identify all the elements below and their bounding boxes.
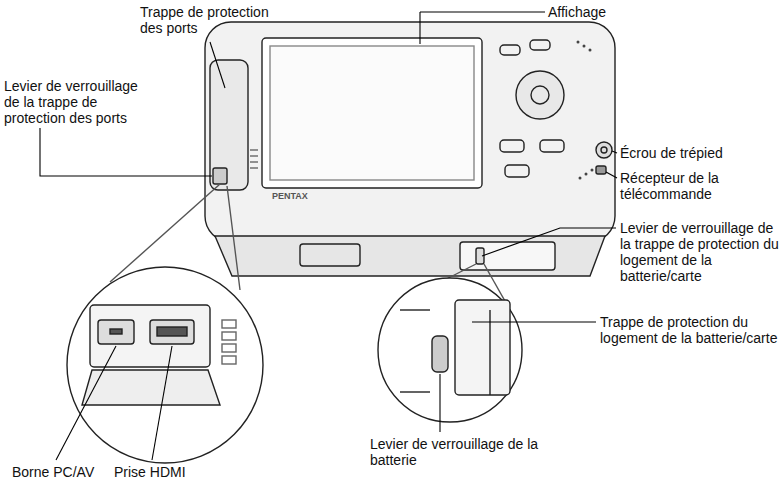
battery-inset <box>378 278 522 422</box>
display-screen <box>262 38 482 188</box>
hdmi-port <box>150 320 194 344</box>
brand-mark: PENTAX <box>272 191 308 202</box>
button <box>505 165 529 177</box>
part-label: Borne PC/AV <box>12 464 94 480</box>
bottom-panel <box>300 244 360 266</box>
battery-door-zoom <box>455 300 510 395</box>
part-label: Trappe de protection du logement de la b… <box>600 314 778 346</box>
pc-av-port <box>98 320 134 344</box>
part-label: Prise HDMI <box>114 464 186 480</box>
button <box>530 40 550 50</box>
part-label: Affichage <box>548 4 606 20</box>
camera-body <box>205 22 615 242</box>
tripod-socket <box>596 142 612 158</box>
port-door <box>210 60 248 190</box>
part-label: Levier de verrouillage de la batterie <box>370 436 540 468</box>
part-label: Récepteur de la télécommande <box>620 170 780 202</box>
battery-door <box>460 242 555 270</box>
ports-inset <box>67 267 263 463</box>
part-label: Levier de verrouillage de la trappe de p… <box>620 220 780 284</box>
button <box>500 140 524 152</box>
part-label: Écrou de trépied <box>620 145 723 161</box>
remote-receiver <box>596 166 606 174</box>
part-label: Trappe de protection des ports <box>140 4 280 36</box>
button <box>500 45 520 55</box>
tripod-hole <box>601 147 607 153</box>
port-door-lever <box>213 168 227 184</box>
control-dial <box>516 71 564 119</box>
port-panel <box>90 305 210 367</box>
ok-button <box>531 86 549 104</box>
open-port-door <box>82 370 220 405</box>
zoom-line <box>227 186 240 290</box>
display-inner <box>270 46 474 180</box>
battery-lever-zoom <box>432 336 448 372</box>
part-label: Levier de verrouillage de la trappe de p… <box>4 78 154 126</box>
camera-bottom <box>215 236 605 276</box>
button <box>540 140 564 152</box>
